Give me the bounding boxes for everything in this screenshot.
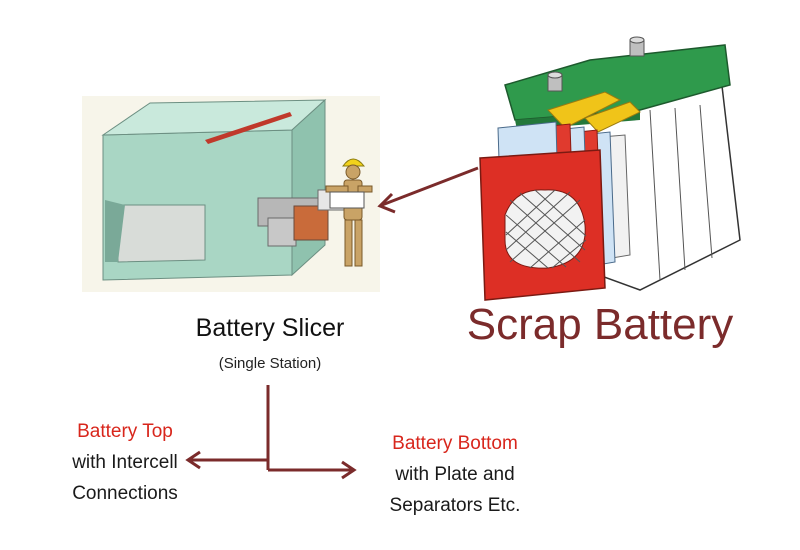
scrap-battery-title: Scrap Battery [466, 300, 734, 349]
feed-arrow-line [381, 166, 479, 207]
battery-top-line1: with Intercell [72, 452, 178, 473]
battery-slicer-title: Battery Slicer [195, 314, 345, 342]
battery-bottom-line1: with Plate and [395, 464, 515, 485]
battery-bottom-label: Battery Bottom with Plate and Separators… [350, 428, 560, 521]
battery-top-title: Battery Top [77, 421, 173, 442]
top-arrow-head [185, 450, 201, 470]
battery-slicer-subtitle: (Single Station) [218, 355, 322, 372]
bottom-arrow-head [341, 460, 357, 480]
feed-arrow-head [377, 192, 396, 214]
battery-top-label: Battery Top with Intercell Connections [30, 416, 220, 509]
battery-bottom-title: Battery Bottom [392, 433, 518, 454]
battery-bottom-line2: Separators Etc. [389, 495, 521, 516]
battery-top-line2: Connections [72, 483, 178, 504]
